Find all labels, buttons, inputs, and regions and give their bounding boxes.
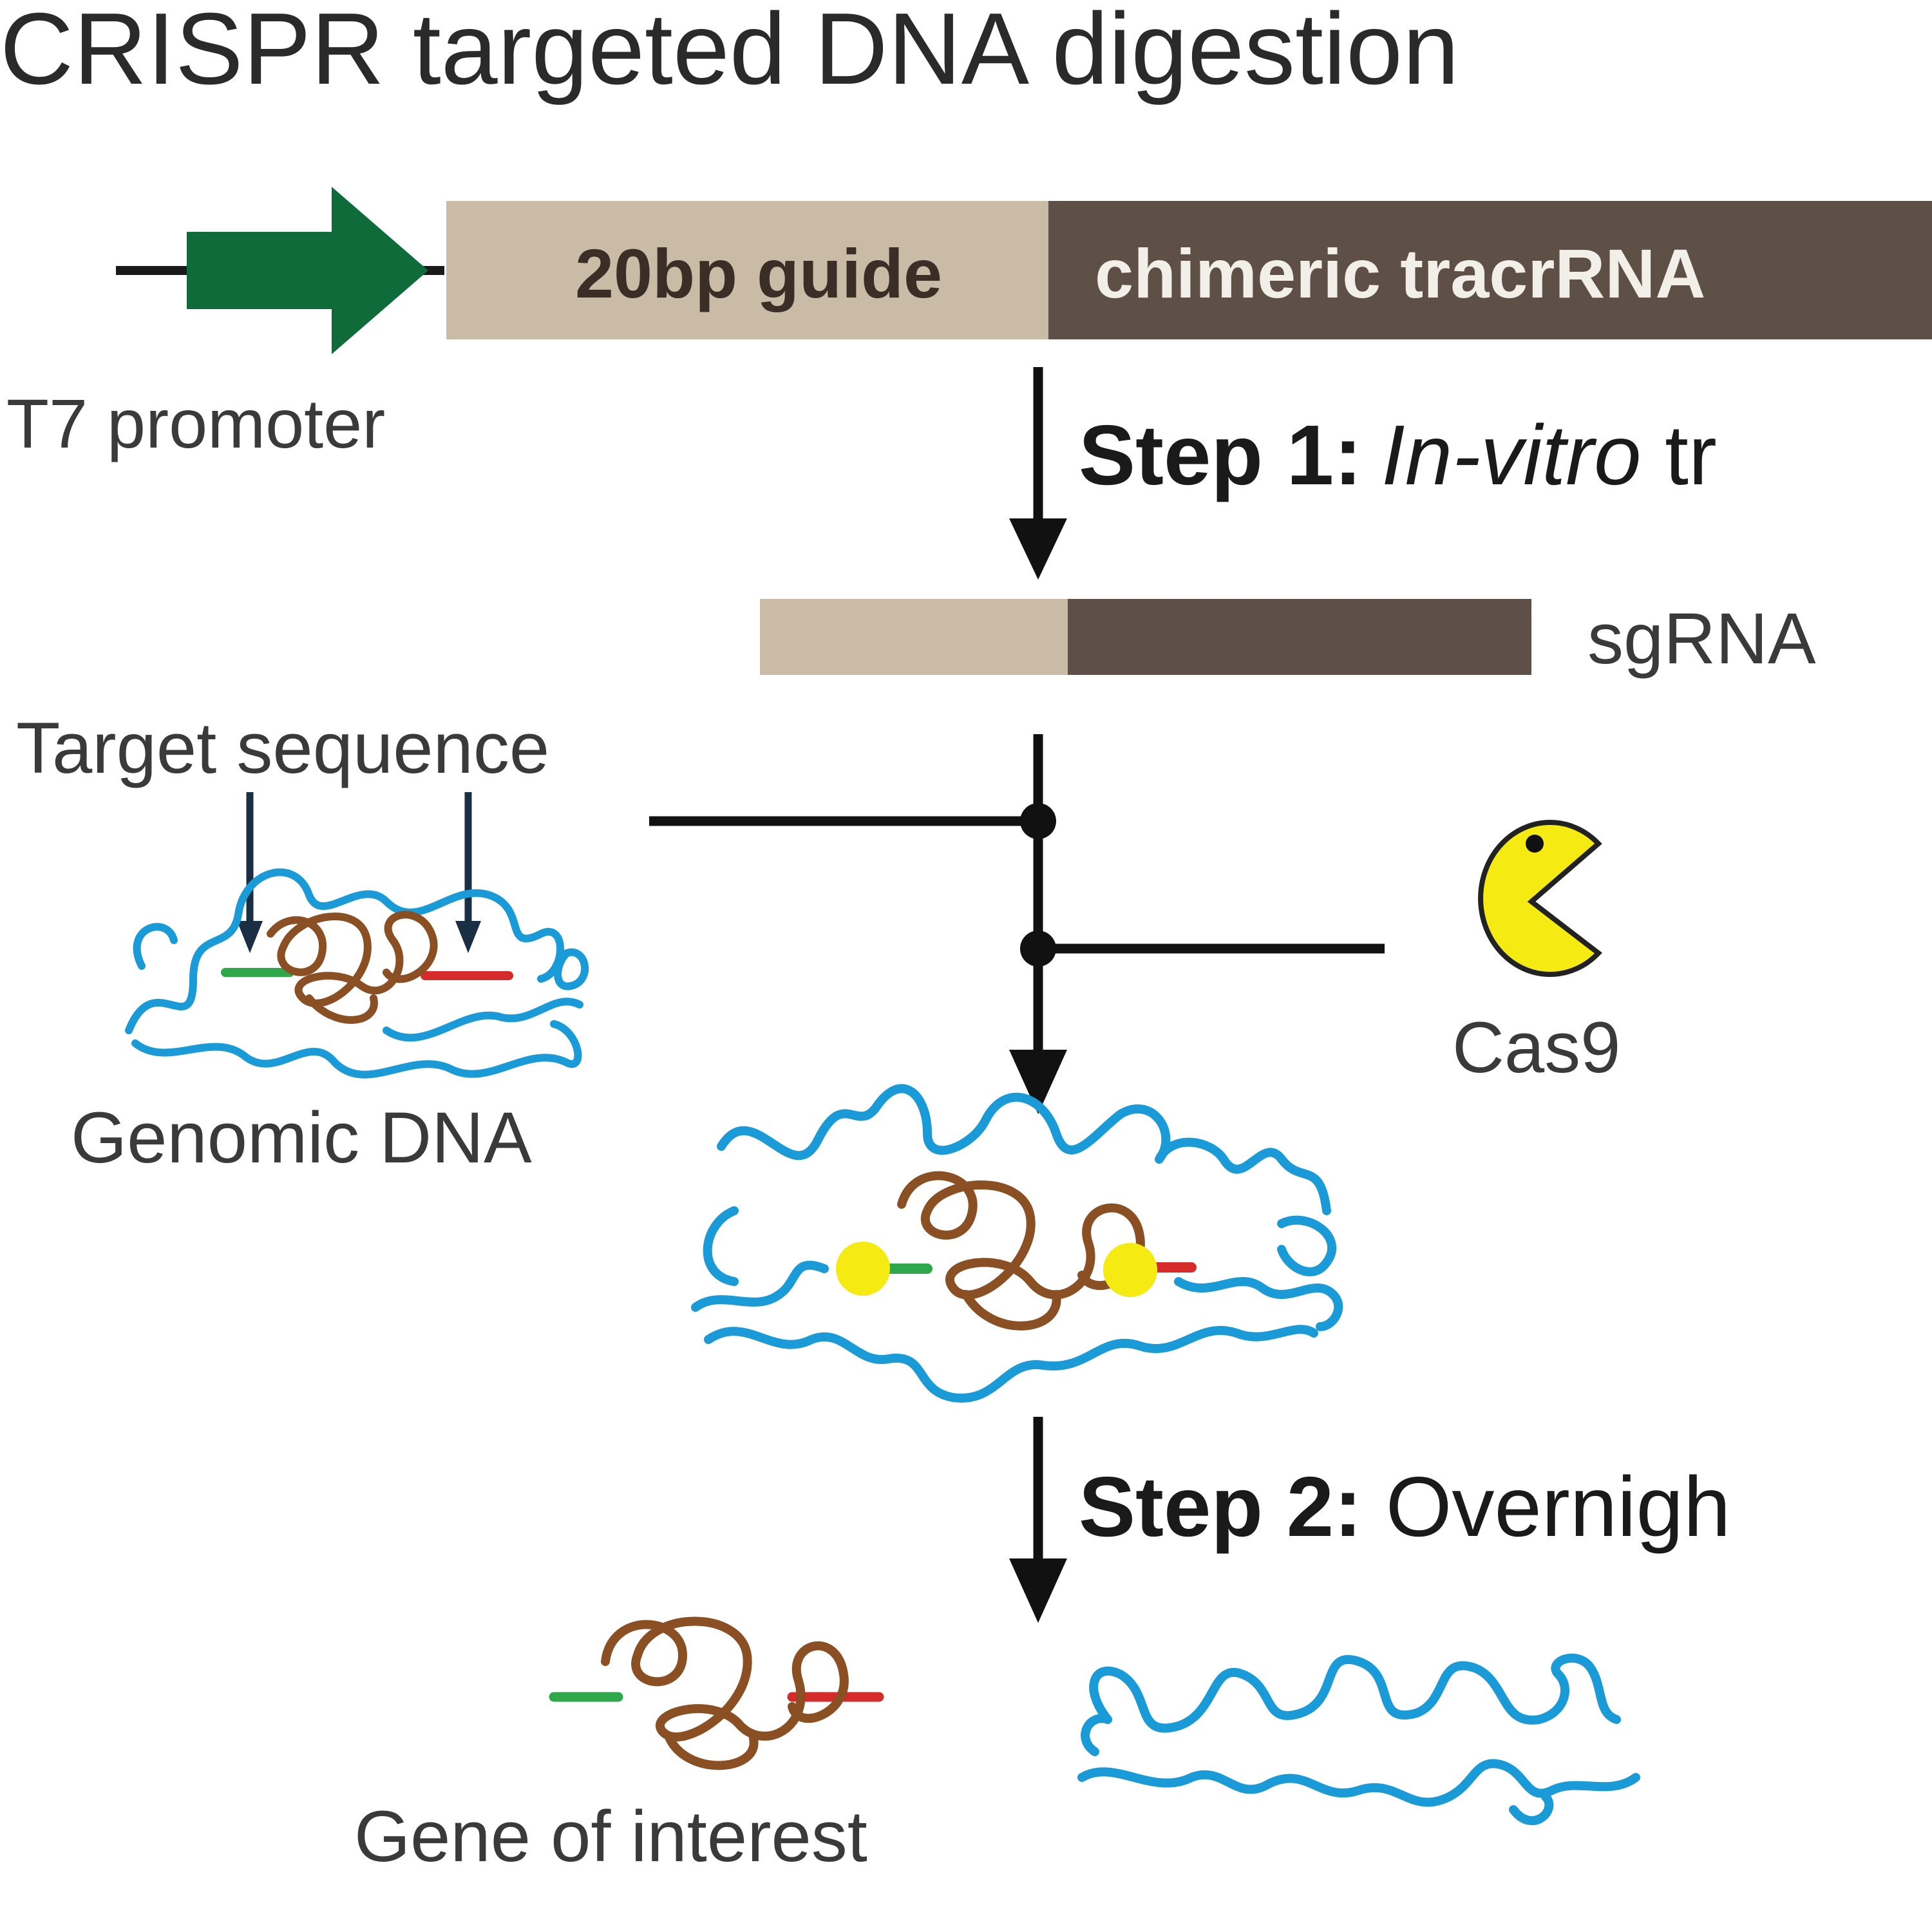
sgrna-label: sgRNA xyxy=(1587,598,1816,679)
promoter-label: T7 promoter xyxy=(6,384,385,462)
step2-prefix: Step 2: xyxy=(1079,1459,1362,1554)
cas9-eye xyxy=(1526,835,1544,853)
step1-prefix: Step 1: xyxy=(1079,408,1362,502)
sgrna-guide-segment xyxy=(760,599,1068,675)
cas9-dna-complex xyxy=(691,1084,1343,1403)
gene-of-interest-label: Gene of interest xyxy=(354,1796,867,1877)
step1-rest: tr xyxy=(1642,408,1717,502)
guide-label: 20bp guide xyxy=(575,234,942,312)
tracr-label: chimeric tracrRNA xyxy=(1095,234,1705,312)
step1-italic: In-vitro xyxy=(1381,408,1641,502)
tracr-block xyxy=(1048,201,1932,339)
guide-block xyxy=(446,201,1048,339)
step2-label: Step 2: Overnigh xyxy=(1079,1459,1730,1554)
sgrna-tracr-segment xyxy=(1068,599,1531,675)
cas9-pacman-icon xyxy=(1478,820,1602,977)
step1-label: Step 1:In-vitro tr xyxy=(1079,408,1717,502)
target-sequence-label: Target sequence xyxy=(16,708,549,788)
gene-of-interest-illustration xyxy=(549,1616,884,1770)
step2-arrow-head xyxy=(1009,1558,1067,1623)
dna-join-dot xyxy=(1020,803,1056,839)
genomic-remnant-illustration xyxy=(1077,1653,1640,1826)
cas9-bound-right xyxy=(1103,1243,1157,1297)
cas9-label: Cas9 xyxy=(1452,1007,1620,1088)
step2-rest: Overnigh xyxy=(1362,1459,1730,1554)
cas9-join-dot xyxy=(1020,931,1056,967)
combine-arrow-head xyxy=(1009,1050,1067,1114)
step1-arrow-head xyxy=(1009,518,1067,580)
genomic-dna-label: Genomic DNA xyxy=(71,1097,532,1178)
genomic-dna-illustration xyxy=(125,868,589,1079)
diagram-title: CRISPR targeted DNA digestion xyxy=(0,0,1459,106)
promoter-arrow-icon xyxy=(187,187,428,354)
cas9-bound-left xyxy=(836,1242,890,1296)
